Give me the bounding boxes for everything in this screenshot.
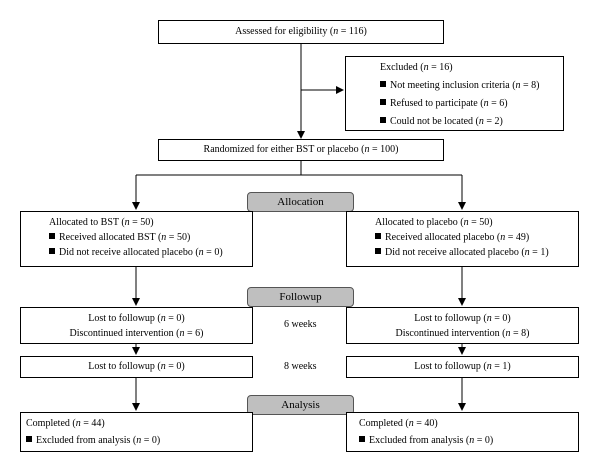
followup-6w-right-discontinued: Discontinued intervention (n = 8): [395, 328, 530, 339]
excluded-item: Could not be located (n = 2): [380, 116, 563, 128]
randomized-box: Randomized for either BST or placebo (n …: [158, 139, 444, 161]
bullet-icon: [359, 436, 365, 442]
bullet-icon: [380, 99, 386, 105]
completed-placebo-item: Excluded from analysis (n = 0): [359, 435, 578, 447]
phase-allocation: Allocation: [247, 192, 354, 212]
allocation-placebo-title: Allocated to placebo (n = 50): [375, 217, 493, 228]
week-8-label: 8 weeks: [284, 361, 317, 372]
assessed-box: Assessed for eligibility (n = 116): [158, 20, 444, 44]
excluded-title: Excluded (n = 16): [380, 62, 453, 73]
completed-bst-item: Excluded from analysis (n = 0): [26, 435, 252, 447]
allocation-placebo-item: Did not receive allocated placebo (n = 1…: [375, 247, 578, 259]
followup-8w-right-box: Lost to followup (n = 1): [346, 356, 579, 378]
bullet-icon: [49, 233, 55, 239]
bullet-icon: [26, 436, 32, 442]
completed-bst-box: Completed (n = 44) Excluded from analysi…: [20, 412, 253, 452]
completed-bst-title: Completed (n = 44): [26, 418, 105, 429]
allocation-placebo-item: Received allocated placebo (n = 49): [375, 232, 578, 244]
excluded-item: Not meeting inclusion criteria (n = 8): [380, 80, 563, 92]
followup-8w-right-lost: Lost to followup (n = 1): [414, 361, 511, 372]
followup-8w-left-lost: Lost to followup (n = 0): [88, 361, 185, 372]
allocation-placebo-box: Allocated to placebo (n = 50) Received a…: [346, 211, 579, 267]
followup-6w-left-box: Lost to followup (n = 0) Discontinued in…: [20, 307, 253, 344]
randomized-text: Randomized for either BST or placebo (n …: [203, 144, 399, 155]
phase-analysis: Analysis: [247, 395, 354, 415]
excluded-box: Excluded (n = 16) Not meeting inclusion …: [345, 56, 564, 131]
bullet-icon: [375, 248, 381, 254]
followup-6w-left-discontinued: Discontinued intervention (n = 6): [69, 328, 204, 339]
excluded-item: Refused to participate (n = 6): [380, 98, 563, 110]
bullet-icon: [375, 233, 381, 239]
allocation-bst-item: Did not receive allocated placebo (n = 0…: [49, 247, 252, 259]
allocation-bst-box: Allocated to BST (n = 50) Received alloc…: [20, 211, 253, 267]
bullet-icon: [380, 81, 386, 87]
bullet-icon: [380, 117, 386, 123]
followup-6w-right-lost: Lost to followup (n = 0): [414, 313, 511, 324]
allocation-bst-title: Allocated to BST (n = 50): [49, 217, 154, 228]
followup-6w-right-box: Lost to followup (n = 0) Discontinued in…: [346, 307, 579, 344]
followup-8w-left-box: Lost to followup (n = 0): [20, 356, 253, 378]
bullet-icon: [49, 248, 55, 254]
followup-6w-left-lost: Lost to followup (n = 0): [88, 313, 185, 324]
completed-placebo-box: Completed (n = 40) Excluded from analysi…: [346, 412, 579, 452]
week-6-label: 6 weeks: [284, 319, 317, 330]
allocation-bst-item: Received allocated BST (n = 50): [49, 232, 252, 244]
assessed-text: Assessed for eligibility (n = 116): [235, 26, 367, 37]
completed-placebo-title: Completed (n = 40): [359, 418, 438, 429]
phase-followup: Followup: [247, 287, 354, 307]
